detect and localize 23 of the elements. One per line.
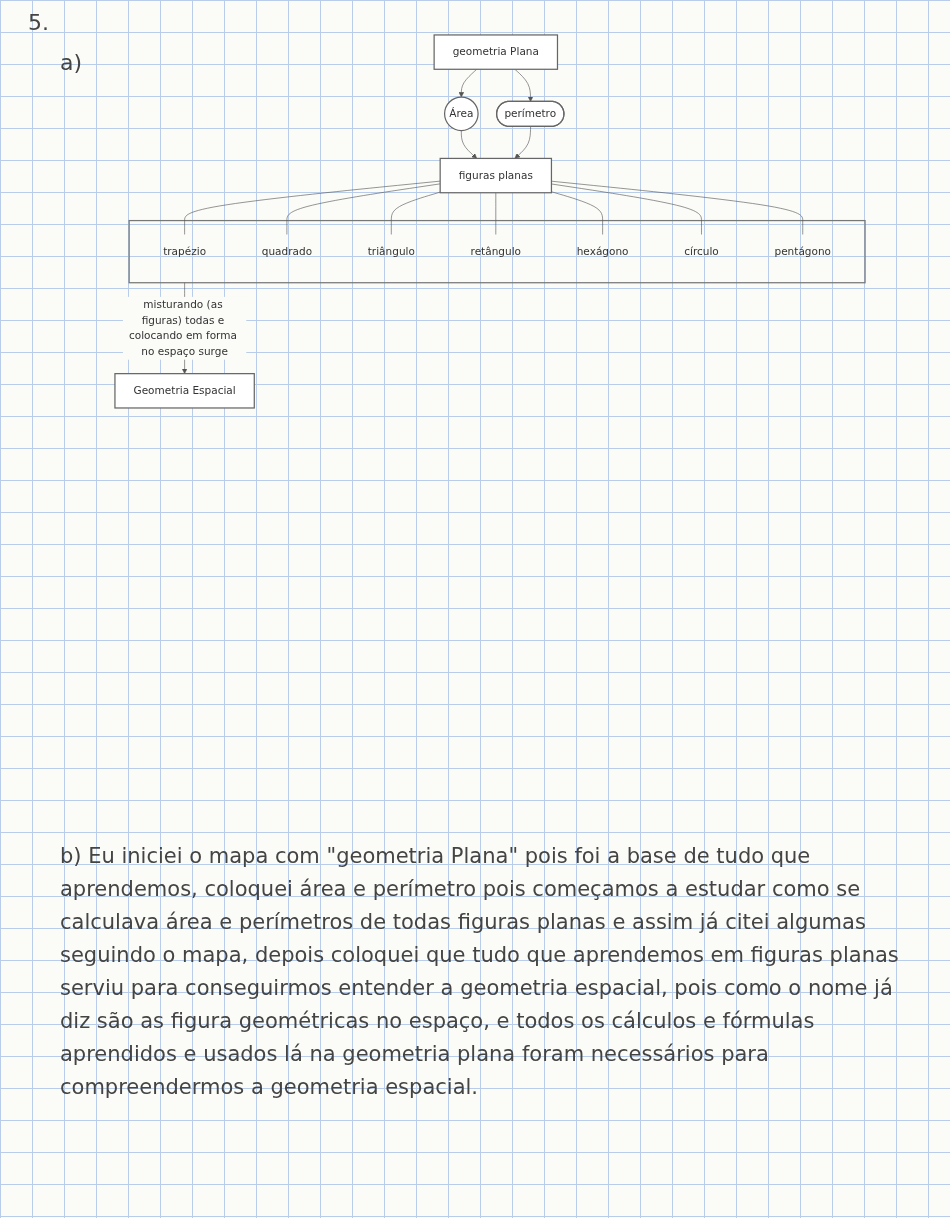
node-box: geometria Plana (433, 34, 559, 70)
edge-label: misturando (as figuras) todas e colocando em forma no espaço surge (128, 297, 237, 358)
node-text: triângulo (367, 245, 415, 258)
node-circle: Área (444, 96, 479, 132)
connector (551, 191, 603, 235)
exercise-number: 5. (28, 10, 49, 35)
node-text: trapézio (163, 245, 207, 258)
connector (495, 192, 497, 235)
node-text: retângulo (470, 245, 522, 258)
node-text: pentágono (774, 245, 832, 258)
connector (184, 180, 441, 235)
node-text: quadrado (261, 245, 313, 258)
node-text: círculo (684, 245, 719, 258)
node-box: figuras planas (439, 157, 553, 194)
connector (551, 183, 702, 235)
node-box: Geometria Espacial (114, 373, 255, 409)
node-text: hexágono (576, 245, 629, 258)
cluster (128, 219, 866, 284)
answer-paragraph: b) Eu iniciei o mapa com "geometria Plana" pois foi a base de tudo que aprendemos, coloquei área e perímetro pois começamos a estudar como se calculava área e perímetros de todas figuras planas e assim já citei algumas seguindo o mapa, depois coloquei que tudo que aprendemos em figuras planas serviu para conseguirmos entender a geometria espacial, pois como o nome já diz são as figura geométricas no espaço, e todos os cálculos e fórmulas aprendidos e usados lá na geometria plana foram necessários para compreendermos a geometria espacial. (60, 843, 900, 1101)
connector (551, 180, 804, 235)
part-label: a) (60, 50, 83, 75)
connector (391, 191, 441, 235)
connector (286, 183, 441, 235)
